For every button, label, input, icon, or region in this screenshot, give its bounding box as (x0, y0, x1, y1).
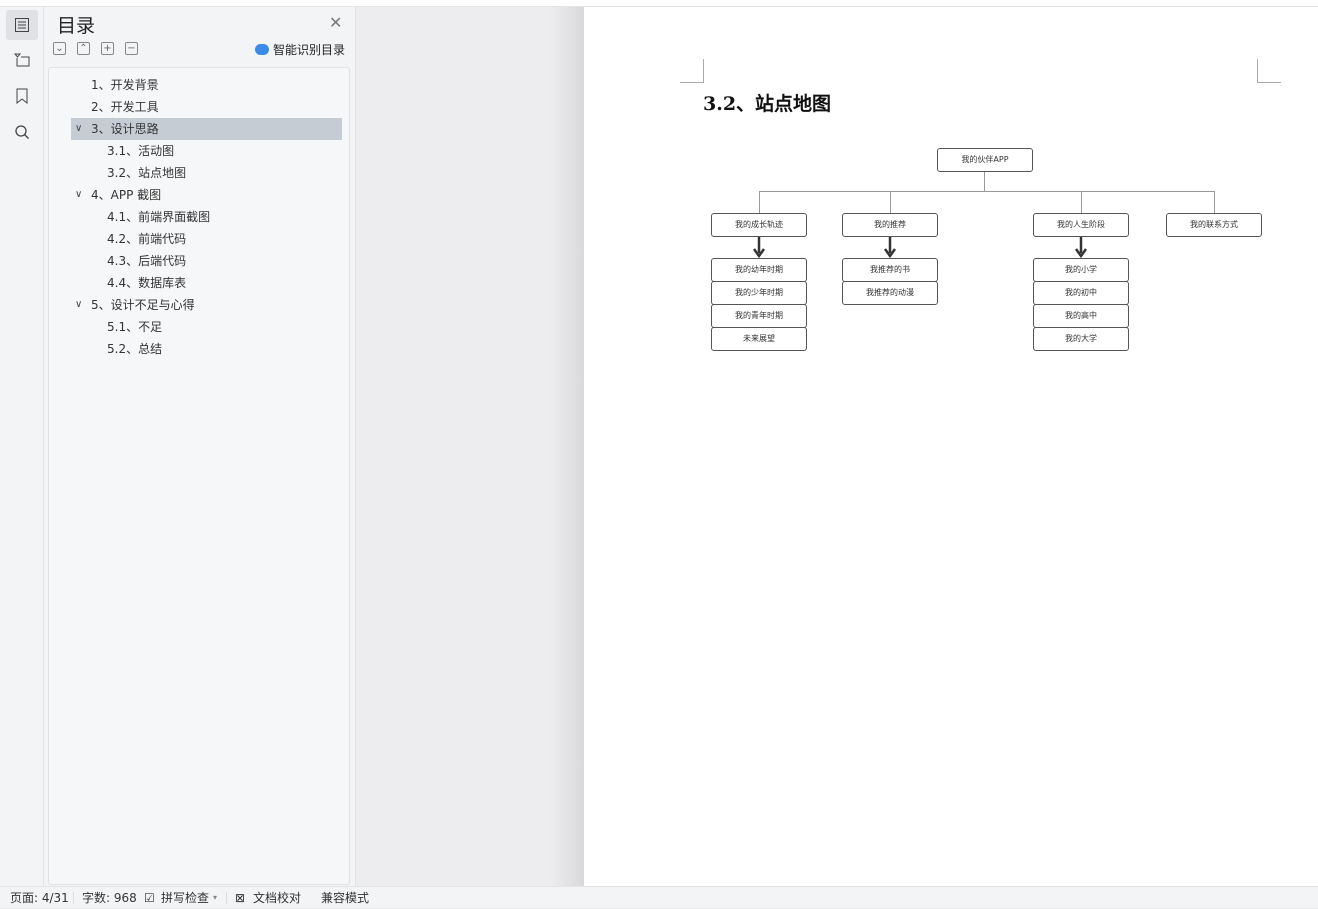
diagram-section-node: 我的人生阶段 (1033, 213, 1129, 237)
chevron-down-icon[interactable]: ∨ (75, 123, 83, 134)
diagram-section-node: 我的联系方式 (1166, 213, 1262, 237)
smart-toc-button[interactable]: 智能识别目录 (255, 41, 345, 58)
diagram-page-node: 我的初中 (1033, 281, 1129, 305)
toc-item[interactable]: ∨ 3、设计思路 (71, 118, 342, 140)
remove-icon[interactable]: − (125, 42, 138, 55)
proofread-button[interactable]: 文档校对 (253, 891, 302, 905)
toc-item[interactable]: 5.1、不足 (71, 316, 342, 338)
toc-item[interactable]: 4.4、数据库表 (71, 272, 342, 294)
spell-check-button[interactable]: 拼写检查 (161, 891, 210, 905)
toc-item[interactable]: 4.3、后端代码 (71, 250, 342, 272)
expand-all-icon[interactable]: ⌄ (53, 42, 66, 55)
toc-item[interactable]: ∨ 4、APP 截图 (71, 184, 342, 206)
add-icon[interactable]: + (101, 42, 114, 55)
word-count[interactable]: 字数: 968 (82, 891, 137, 905)
document-margin (356, 7, 584, 886)
proofread-icon[interactable]: ⊠ (235, 891, 246, 905)
toc-icon[interactable] (6, 10, 38, 40)
chevron-down-icon[interactable]: ∨ (75, 299, 83, 310)
search-icon[interactable] (6, 117, 38, 147)
connector-line (759, 191, 760, 213)
diagram-section-node: 我的成长轨迹 (711, 213, 807, 237)
toc-item-label: 4、APP 截图 (91, 188, 162, 202)
status-bar: 页面: 4/31 字数: 968 ☑ 拼写检查 ▾ ⊠ 文档校对 兼容模式 (0, 886, 1318, 908)
toc-panel: 目录 ✕ ⌄ ⌃ + − 智能识别目录 1、开发背景 2、开发工具 ∨ 3、设计思路 3… (44, 7, 356, 886)
arrow-down-icon (1074, 237, 1088, 259)
toc-item-label: 2、开发工具 (91, 100, 159, 114)
smart-icon (255, 44, 269, 55)
margin-corner (680, 59, 704, 83)
toc-item[interactable]: 4.1、前端界面截图 (71, 206, 342, 228)
document-page: 3.2、站点地图 我的伙伴APP 我的成长轨迹我的幼年时期我的少年时期我的青年时期… (584, 7, 1318, 886)
connector-line (759, 191, 1214, 192)
toc-item[interactable]: 3.1、活动图 (71, 140, 342, 162)
spell-check-icon[interactable]: ☑ (144, 891, 155, 905)
section-heading: 3.2、站点地图 (703, 93, 832, 115)
arrow-down-icon (883, 237, 897, 259)
smart-toc-label: 智能识别目录 (273, 43, 346, 57)
diagram-page-node: 我的高中 (1033, 304, 1129, 328)
arrow-down-icon (752, 237, 766, 259)
connector-line (984, 172, 985, 192)
toc-item[interactable]: 4.2、前端代码 (71, 228, 342, 250)
diagram-page-node: 我的大学 (1033, 327, 1129, 351)
toc-item[interactable]: 5.2、总结 (71, 338, 342, 360)
collapse-all-icon[interactable]: ⌃ (77, 42, 90, 55)
diagram-page-node: 我的青年时期 (711, 304, 807, 328)
toc-item-label: 3、设计思路 (91, 122, 159, 136)
compat-mode: 兼容模式 (321, 891, 370, 905)
toc-item[interactable]: 1、开发背景 (71, 74, 342, 96)
toc-item[interactable]: 3.2、站点地图 (71, 162, 342, 184)
diagram-page-node: 我推荐的动漫 (842, 281, 938, 305)
diagram-page-node: 未来展望 (711, 327, 807, 351)
margin-corner (1257, 59, 1281, 83)
diagram-page-node: 我的少年时期 (711, 281, 807, 305)
toc-item-label: 4.3、后端代码 (107, 254, 187, 268)
outline-icon[interactable] (6, 45, 38, 75)
chevron-down-icon[interactable]: ▾ (213, 893, 218, 902)
diagram-section-node: 我的推荐 (842, 213, 938, 237)
toc-item-label: 5.2、总结 (107, 342, 163, 356)
diagram-page-node: 我推荐的书 (842, 258, 938, 282)
toc-item-label: 5、设计不足与心得 (91, 298, 195, 312)
diagram-root-node: 我的伙伴APP (937, 148, 1033, 172)
toc-list: 1、开发背景 2、开发工具 ∨ 3、设计思路 3.1、活动图 3.2、站点地图 ∨ 4、APP… (48, 67, 350, 885)
toc-item-label: 1、开发背景 (91, 78, 159, 92)
connector-line (890, 191, 891, 213)
toc-title: 目录 (57, 15, 96, 37)
close-icon[interactable]: ✕ (329, 13, 343, 32)
connector-line (1214, 191, 1215, 213)
toc-item-label: 3.2、站点地图 (107, 166, 187, 180)
diagram-page-node: 我的幼年时期 (711, 258, 807, 282)
toc-item-label: 4.4、数据库表 (107, 276, 187, 290)
diagram-page-node: 我的小学 (1033, 258, 1129, 282)
toc-item[interactable]: ∨ 5、设计不足与心得 (71, 294, 342, 316)
page-indicator[interactable]: 页面: 4/31 (10, 891, 69, 905)
toc-item-label: 5.1、不足 (107, 320, 163, 334)
toc-item[interactable]: 2、开发工具 (71, 96, 342, 118)
connector-line (1081, 191, 1082, 213)
bookmark-icon[interactable] (6, 81, 38, 111)
toc-item-label: 4.2、前端代码 (107, 232, 187, 246)
toc-item-label: 3.1、活动图 (107, 144, 175, 158)
toc-item-label: 4.1、前端界面截图 (107, 210, 211, 224)
left-icon-rail (0, 7, 44, 886)
chevron-down-icon[interactable]: ∨ (75, 189, 83, 200)
top-toolbar-edge (0, 0, 1318, 7)
